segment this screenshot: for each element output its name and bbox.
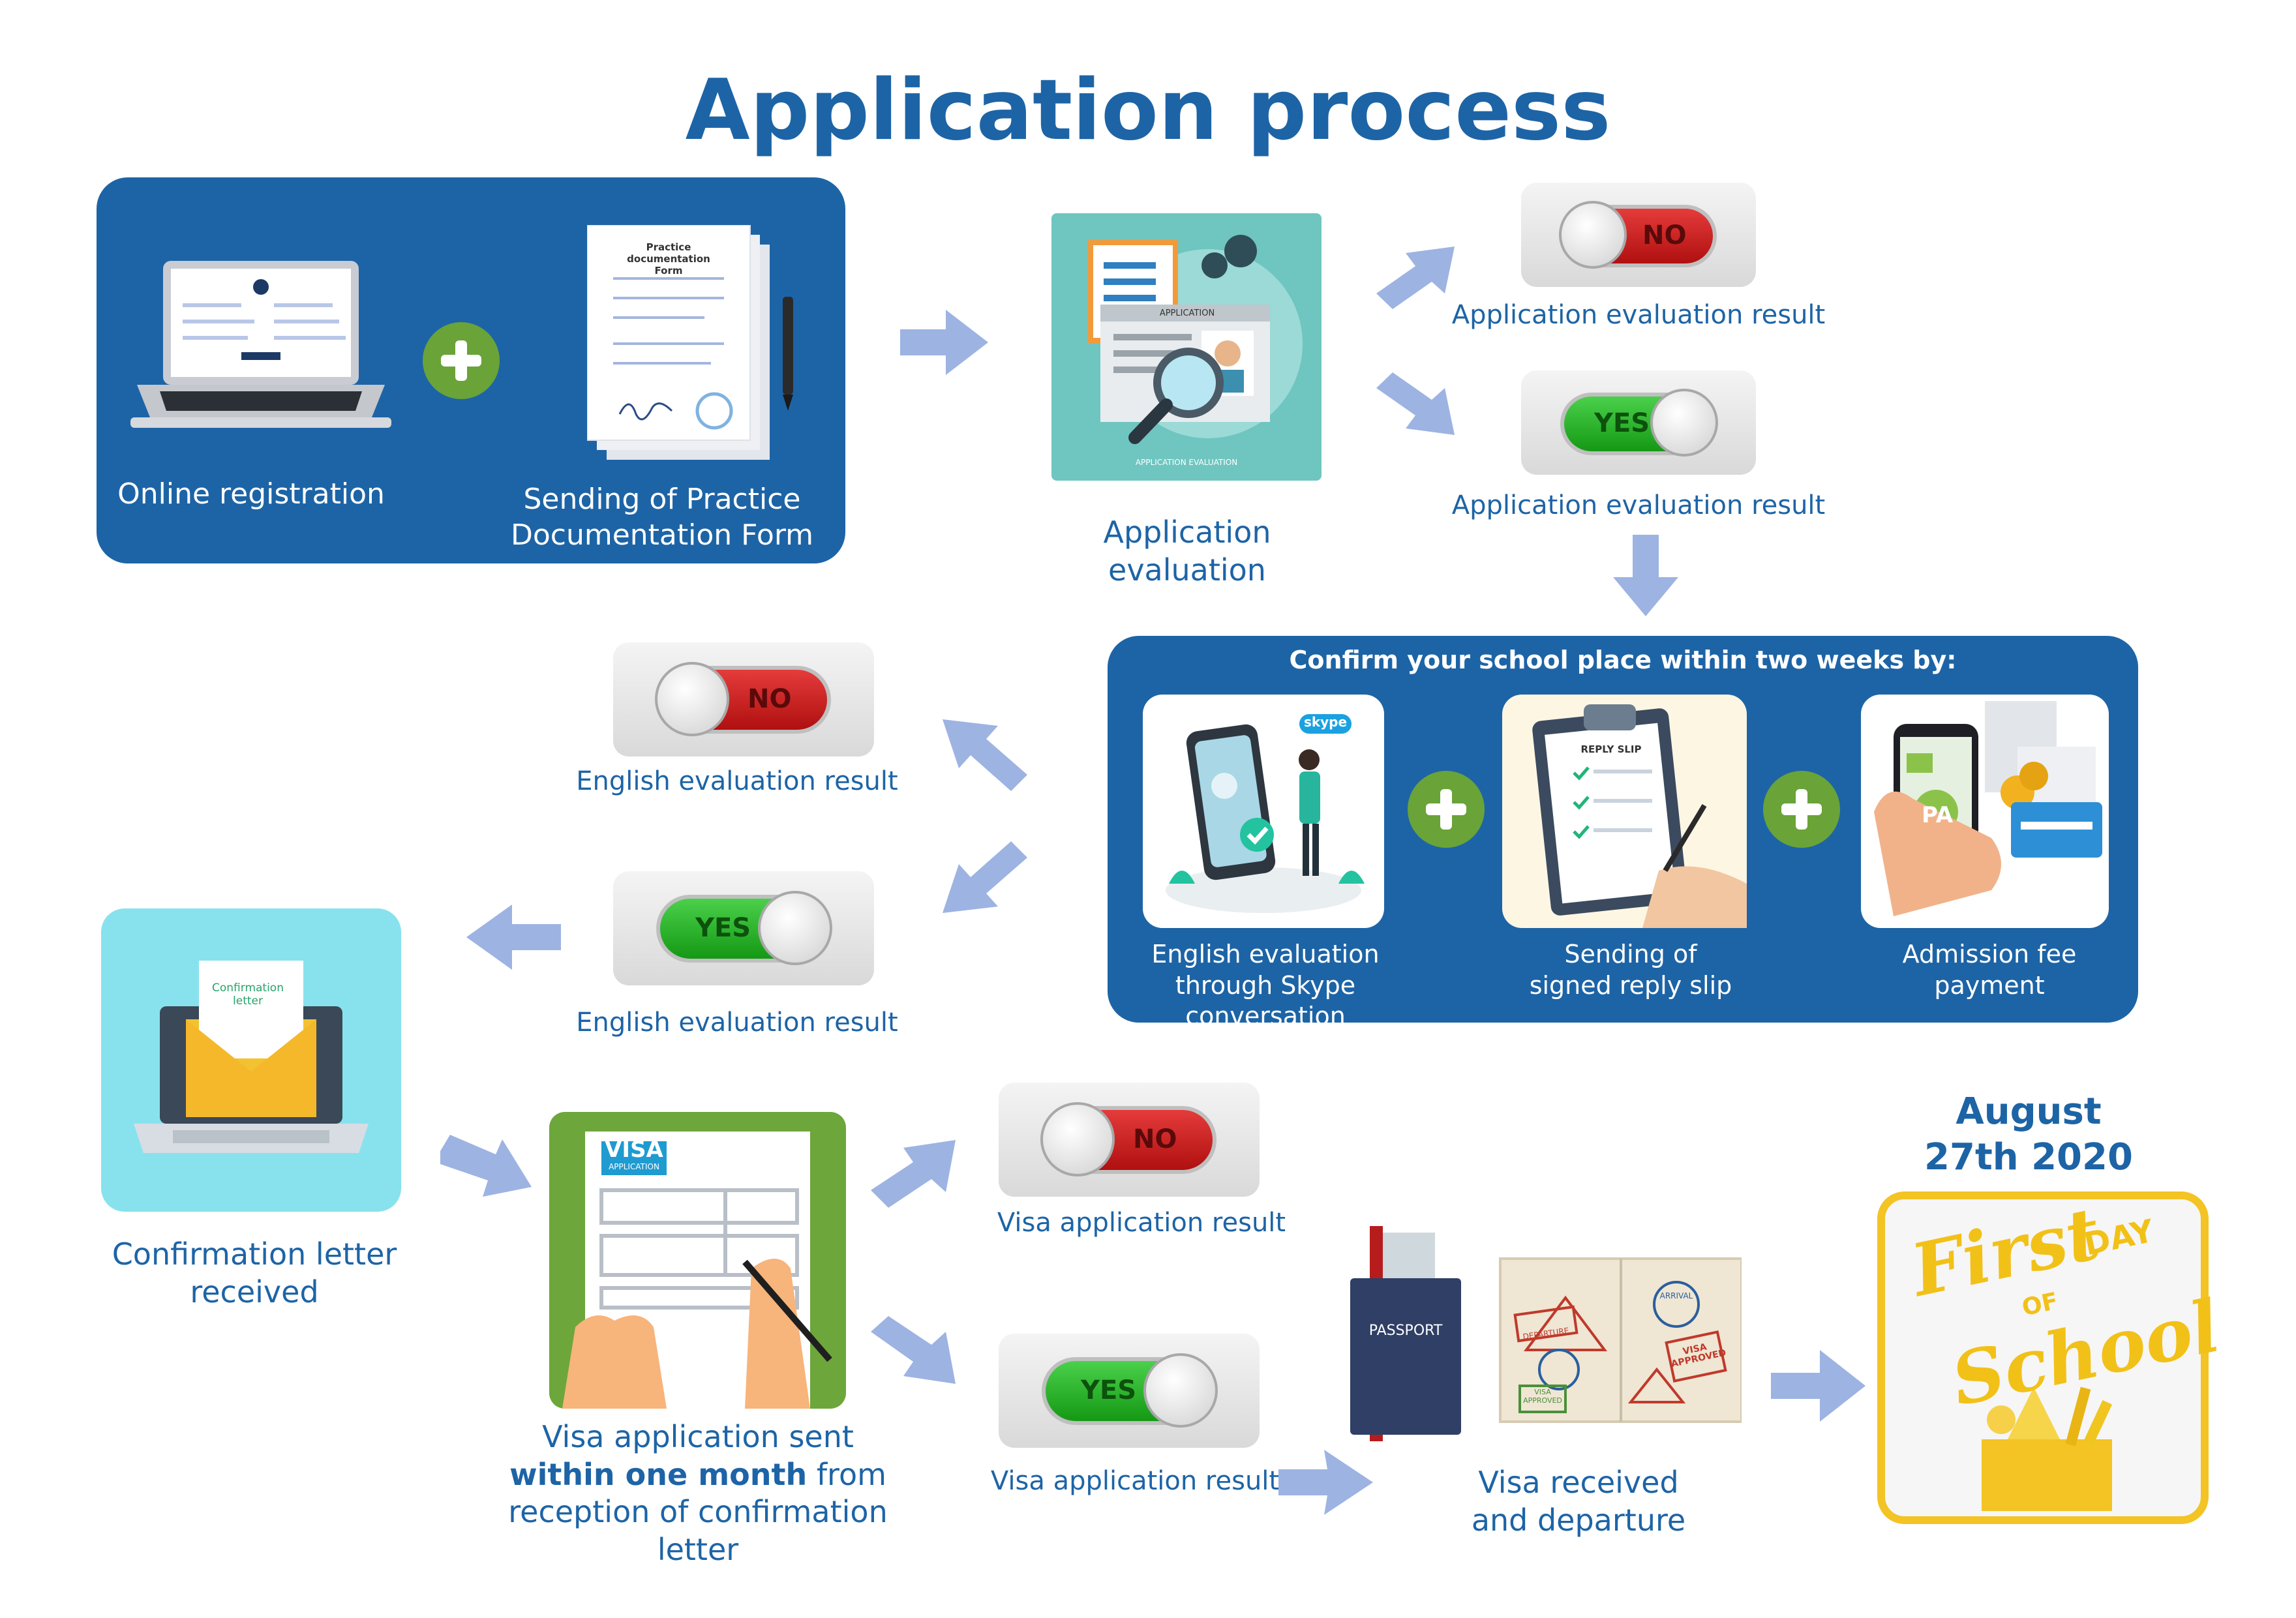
confirmation-letter-illustration	[134, 961, 369, 1153]
skype-illustration	[1166, 714, 1365, 913]
app-result-no-label: Application evaluation result	[1451, 300, 1826, 330]
visa-result-yes-label: Visa application result	[990, 1466, 1280, 1496]
visa-application-illustration	[562, 1131, 832, 1409]
visa-result-no-label: Visa application result	[997, 1208, 1286, 1238]
app-badge: APPLICATION	[1159, 308, 1215, 318]
english-result-no-label: English evaluation result	[576, 766, 898, 796]
stamp-visa-approved-left: VISA APPROVED	[1523, 1388, 1562, 1405]
arrow-right-icon	[1771, 1350, 1865, 1422]
confirmation-received-label: Confirmation letter received	[112, 1236, 397, 1310]
arrow-up-right-icon	[1376, 247, 1455, 309]
reply-slip-illustration	[1532, 704, 1747, 928]
visa-sent-text-2: from reception of confirmation letter	[508, 1456, 888, 1567]
visa-sent-text-1: Visa application sent	[542, 1419, 854, 1454]
arrow-left-icon	[466, 905, 561, 970]
arrow-down-right-icon	[440, 1135, 532, 1197]
arrow-up-right-icon	[871, 1140, 956, 1208]
arrow-down-left-icon	[943, 841, 1027, 913]
arrow-down-icon	[1613, 535, 1678, 616]
skype-logo-text: skype	[1303, 714, 1348, 730]
signed-reply-slip-label: Sending of signed reply slip	[1529, 940, 1732, 1000]
arrow-down-right-icon	[1376, 372, 1455, 435]
english-result-no-toggle: NO	[613, 642, 874, 757]
plus-icon	[1408, 771, 1485, 848]
app-footer: APPLICATION EVALUATION	[1135, 458, 1238, 467]
english-skype-label: English evaluation through Skype convers…	[1151, 940, 1380, 1030]
start-date: August 27th 2020	[1924, 1090, 2133, 1178]
toggle-no-text: NO	[748, 684, 792, 714]
toggle-no-text: NO	[1642, 220, 1687, 250]
passport-text: PASSPORT	[1368, 1323, 1443, 1339]
form-doc-title: Practice documentation Form	[627, 241, 710, 277]
toggle-yes-text: YES	[1594, 408, 1650, 438]
visa-sent-label: Visa application sent within one month f…	[502, 1418, 894, 1568]
page-title: Application process	[685, 62, 1611, 159]
arrow-right-icon	[900, 310, 988, 375]
arrow-up-left-icon	[943, 719, 1027, 791]
visa-doc-sub: APPLICATION	[609, 1162, 659, 1171]
app-result-yes-toggle: YES	[1521, 370, 1756, 475]
arrow-right-icon	[1278, 1450, 1373, 1515]
laptop-icon	[130, 261, 391, 428]
document-form-icon	[587, 225, 793, 460]
visa-result-no-toggle: NO	[999, 1083, 1260, 1197]
visa-received-label: Visa received and departure	[1471, 1465, 1686, 1538]
confirmation-doc-title: Confirmation letter	[212, 981, 284, 1008]
sending-form-label: Sending of Practice Documentation Form	[510, 483, 814, 552]
plus-icon	[1763, 771, 1840, 848]
toggle-yes-text: YES	[1081, 1375, 1137, 1405]
online-registration-label: Online registration	[117, 477, 385, 511]
plus-icon	[423, 322, 500, 399]
passport-icon	[1350, 1226, 1742, 1441]
toggle-no-text: NO	[1133, 1124, 1177, 1154]
visa-doc-title: VISA	[605, 1137, 663, 1163]
reply-slip-doc-title: REPLY SLIP	[1580, 743, 1642, 755]
arrow-down-right-icon	[871, 1316, 956, 1384]
app-result-yes-label: Application evaluation result	[1451, 490, 1826, 520]
pay-label: PA	[1921, 802, 1954, 828]
admission-fee-label: Admission fee payment	[1902, 940, 2077, 1000]
confirm-header: Confirm your school place within two wee…	[1289, 646, 1957, 674]
toggle-yes-text: YES	[695, 913, 751, 943]
stamp-arrival: ARRIVAL	[1659, 1291, 1693, 1300]
app-result-no-toggle: NO	[1521, 183, 1756, 287]
english-result-yes-label: English evaluation result	[576, 1008, 898, 1038]
english-result-yes-toggle: YES	[613, 871, 874, 985]
application-evaluation-label: Application evaluation	[1103, 515, 1271, 588]
visa-sent-bold: within one month	[509, 1456, 808, 1492]
visa-result-yes-toggle: YES	[999, 1334, 1260, 1448]
school-supplies-illustration	[1982, 1386, 2113, 1511]
payment-illustration	[1874, 701, 2102, 916]
application-evaluation-illustration	[1088, 235, 1303, 444]
